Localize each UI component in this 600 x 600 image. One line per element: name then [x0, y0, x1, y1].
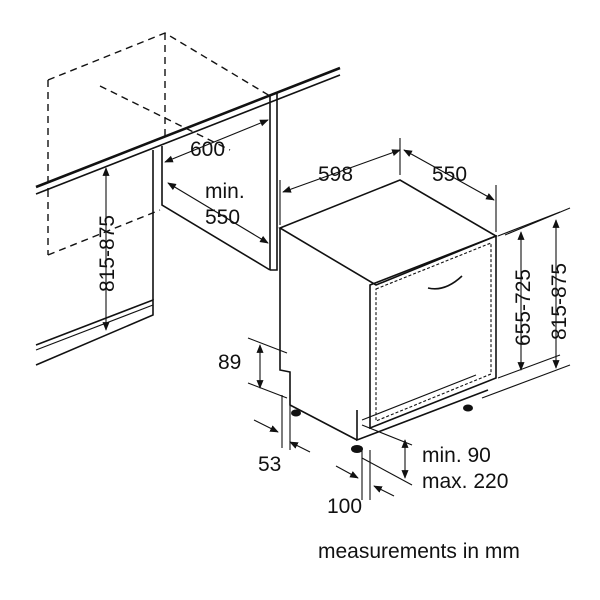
plinth-max-label: max. 220: [422, 470, 508, 493]
appliance-height-label: 815-875: [548, 263, 571, 340]
niche-depth-label-line1: min.: [205, 180, 245, 203]
foot-rear-left: [291, 409, 301, 417]
plinth-depth-label: 100: [327, 495, 362, 518]
appliance-width-label: 598: [318, 163, 353, 186]
foot-front-left: [351, 445, 363, 453]
foot-front-right: [463, 404, 473, 412]
foot-inset-label: 53: [258, 453, 281, 476]
niche-width-label: 600: [190, 138, 225, 161]
dishwasher-body: [278, 179, 498, 453]
dimension-lines: [102, 119, 571, 500]
niche-height-label: 815-875: [96, 215, 119, 292]
door-height-label: 655-725: [512, 269, 535, 346]
units-caption: measurements in mm: [318, 540, 520, 563]
appliance-depth-label: 550: [432, 163, 467, 186]
niche-depth-label-line2: 550: [205, 206, 240, 229]
plinth-min-label: min. 90: [422, 444, 491, 467]
cabinet-niche: [35, 32, 341, 366]
toe-kick-height-label: 89: [218, 351, 241, 374]
